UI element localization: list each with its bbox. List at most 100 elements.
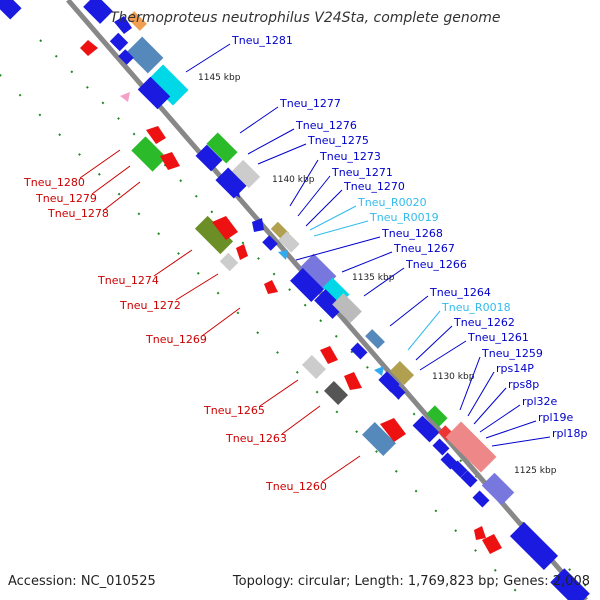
gene-arrow[interactable]: [252, 218, 264, 232]
gene-arrow[interactable]: [290, 268, 324, 302]
label-leader-line: [185, 43, 231, 73]
label-leader-line: [79, 149, 121, 179]
gene-label-forward[interactable]: Tneu_1275: [307, 134, 369, 147]
gene-arrow[interactable]: [195, 144, 223, 172]
gene-label-reverse[interactable]: Tneu_1272: [119, 299, 181, 312]
gene-arrow[interactable]: [231, 159, 261, 189]
gene-arrow[interactable]: [388, 382, 406, 400]
gene-label-rna[interactable]: Tneu_R0020: [357, 196, 427, 209]
gene-label-reverse[interactable]: Tneu_1278: [47, 207, 109, 220]
gene-label-forward[interactable]: Tneu_1268: [381, 227, 443, 240]
gene-arrow[interactable]: [350, 342, 368, 360]
gene-label-forward[interactable]: Tneu_1273: [319, 150, 381, 163]
gene-arrow[interactable]: [332, 293, 362, 323]
gene-label-forward[interactable]: Tneu_1271: [331, 166, 393, 179]
gene-label-reverse[interactable]: Tneu_1279: [35, 192, 97, 205]
gene-arrow[interactable]: [262, 235, 278, 251]
gene-arrow[interactable]: [120, 92, 130, 102]
gene-arrow[interactable]: [314, 289, 344, 319]
topology-text: Topology: circular; Length: 1,769,823 bp…: [232, 574, 590, 589]
gene-label-rna[interactable]: Tneu_R0019: [369, 211, 439, 224]
gene-arrow[interactable]: [0, 0, 22, 20]
gene-label-forward[interactable]: Tneu_1264: [429, 286, 491, 299]
gene-arrow[interactable]: [509, 521, 559, 571]
gene-label-forward[interactable]: rpl18p: [552, 427, 588, 440]
gene-label-reverse[interactable]: Tneu_1274: [97, 274, 159, 287]
gene-label-reverse[interactable]: Tneu_1260: [265, 480, 327, 493]
gene-arrow[interactable]: [80, 40, 98, 56]
gene-arrow[interactable]: [114, 16, 132, 34]
gene-arrow[interactable]: [412, 415, 440, 443]
gene-label-reverse[interactable]: Tneu_1263: [225, 432, 287, 445]
gene-label-forward[interactable]: Tneu_1262: [453, 316, 515, 329]
gene-arrow[interactable]: [264, 280, 278, 294]
gene-arrow[interactable]: [206, 132, 238, 164]
gene-label-forward[interactable]: Tneu_1261: [467, 331, 529, 344]
label-leader-line: [297, 175, 331, 217]
scale-label: 1135 kbp: [352, 273, 395, 283]
gene-arrow[interactable]: [362, 422, 396, 456]
gene-label-forward[interactable]: Tneu_1276: [295, 119, 357, 132]
gene-arrow[interactable]: [146, 126, 166, 144]
gene-arrow[interactable]: [432, 438, 450, 456]
gene-arrow[interactable]: [323, 380, 349, 406]
gene-label-forward[interactable]: Tneu_1266: [405, 258, 467, 271]
gene-arrow[interactable]: [160, 152, 180, 170]
gene-label-forward[interactable]: rps8p: [508, 378, 539, 391]
gene-arrow[interactable]: [472, 490, 490, 508]
gene-label-forward[interactable]: Tneu_1259: [481, 347, 543, 360]
gene-arrow[interactable]: [109, 32, 129, 52]
gene-arrow[interactable]: [550, 568, 590, 600]
gene-label-forward[interactable]: rpl32e: [522, 395, 558, 408]
gene-arrow[interactable]: [194, 215, 234, 255]
gene-arrow[interactable]: [212, 216, 238, 240]
gene-label-reverse[interactable]: Tneu_1280: [23, 176, 85, 189]
accession-text: Accession: NC_010525: [8, 574, 156, 589]
gene-label-rna[interactable]: Tneu_R0018: [441, 301, 511, 314]
forward-gene-labels: Tneu_1281 Tneu_1277 Tneu_1276 Tneu_1275 …: [185, 34, 588, 447]
gene-label-reverse[interactable]: Tneu_1265: [203, 404, 265, 417]
gene-arrow[interactable]: [118, 49, 134, 65]
gene-arrow[interactable]: [147, 64, 189, 106]
gene-arrow[interactable]: [344, 372, 362, 390]
gene-arrow[interactable]: [131, 136, 167, 172]
gene-arrow[interactable]: [426, 405, 448, 427]
gene-arrow[interactable]: [380, 418, 406, 442]
gene-label-forward[interactable]: Tneu_1281: [231, 34, 293, 47]
gene-arrow[interactable]: [460, 470, 478, 488]
label-leader-line: [459, 356, 481, 411]
gene-label-forward[interactable]: Tneu_1277: [279, 97, 341, 110]
gene-label-forward[interactable]: rps14P: [496, 362, 534, 375]
gene-arrow[interactable]: [236, 244, 248, 260]
gene-arrow[interactable]: [389, 360, 415, 386]
gene-arrow[interactable]: [482, 534, 502, 554]
gene-arrow[interactable]: [301, 354, 327, 380]
rna-arrow[interactable]: [374, 366, 384, 376]
label-leader-line: [259, 379, 299, 407]
gene-arrow[interactable]: [365, 329, 385, 349]
label-leader-line: [281, 405, 321, 435]
rna-arrow[interactable]: [278, 250, 288, 260]
gene-arrow[interactable]: [320, 346, 338, 364]
gene-arrow[interactable]: [481, 472, 515, 506]
gene-arrow[interactable]: [278, 231, 300, 253]
gene-label-forward[interactable]: Tneu_1270: [343, 180, 405, 193]
reverse-gene-labels: Tneu_1280 Tneu_1279 Tneu_1278 Tneu_1274 …: [23, 149, 361, 493]
gene-arrow[interactable]: [299, 253, 337, 291]
gene-arrow[interactable]: [474, 526, 486, 540]
label-leader-line: [103, 181, 141, 211]
gene-arrow[interactable]: [137, 76, 171, 110]
label-leader-line: [341, 251, 393, 273]
gene-label-reverse[interactable]: Tneu_1269: [145, 333, 207, 346]
gene-arrow[interactable]: [450, 460, 468, 478]
gene-arrow[interactable]: [219, 252, 239, 272]
gene-arrow[interactable]: [126, 36, 164, 74]
label-leader-line: [363, 267, 405, 297]
gene-arrow[interactable]: [127, 11, 147, 31]
gene-label-forward[interactable]: rpl19e: [538, 411, 574, 424]
gene-label-forward[interactable]: Tneu_1267: [393, 242, 455, 255]
gene-arrow[interactable]: [228, 186, 240, 198]
gene-arrow[interactable]: [83, 0, 113, 24]
gene-arrow[interactable]: [445, 421, 497, 473]
